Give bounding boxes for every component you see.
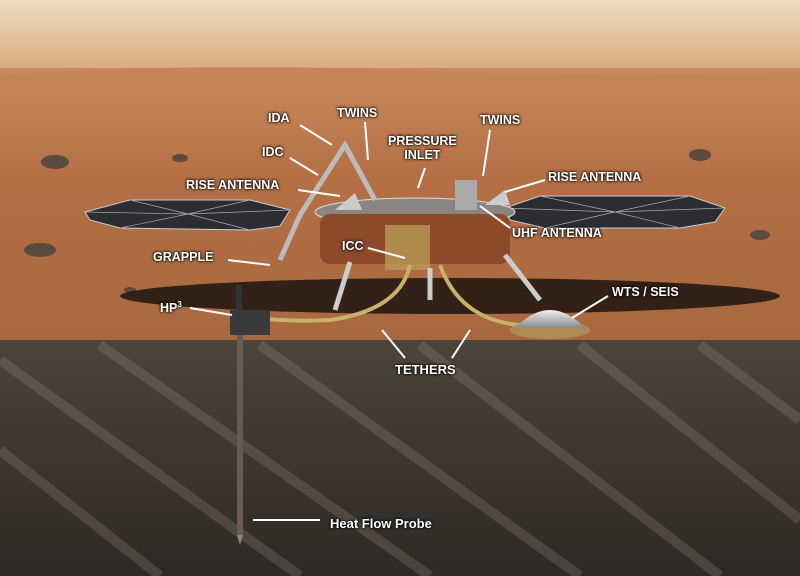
hp3-superscript: 3 <box>177 300 182 309</box>
left-solar-panel <box>84 199 291 231</box>
label-wts-seis: WTS / SEIS <box>612 285 679 299</box>
seismometer <box>510 310 590 339</box>
hp3-text: HP <box>160 301 178 316</box>
rocks <box>24 149 770 293</box>
label-grapple: GRAPPLE <box>153 250 214 264</box>
distant-hills <box>0 66 800 92</box>
label-hp3: HP3 <box>160 298 182 315</box>
right-solar-panel <box>504 195 726 229</box>
sky <box>0 0 800 75</box>
label-arrows <box>189 121 609 521</box>
lander-shadow <box>120 278 780 314</box>
label-rise-antenna-right: RISE ANTENNA <box>548 170 642 184</box>
label-twins-right: TWINS <box>480 113 521 127</box>
label-twins-left: TWINS <box>337 106 378 120</box>
landing-legs <box>332 253 542 311</box>
lander-body <box>314 180 516 270</box>
label-idc: IDC <box>262 145 284 159</box>
heat-flow-probe <box>230 285 270 545</box>
label-ida: IDA <box>268 111 290 125</box>
label-uhf-antenna: UHF ANTENNA <box>512 226 602 240</box>
label-rise-antenna-left: RISE ANTENNA <box>186 178 280 192</box>
label-heat-flow-probe: Heat Flow Probe <box>330 516 432 531</box>
label-icc: ICC <box>342 239 364 253</box>
label-tethers: TETHERS <box>395 362 456 377</box>
tethers <box>257 264 521 327</box>
subsurface <box>0 340 800 576</box>
light-streaks <box>0 340 800 576</box>
pressure-line-2: INLET <box>404 148 441 162</box>
pressure-line-1: PRESSURE <box>388 134 457 148</box>
